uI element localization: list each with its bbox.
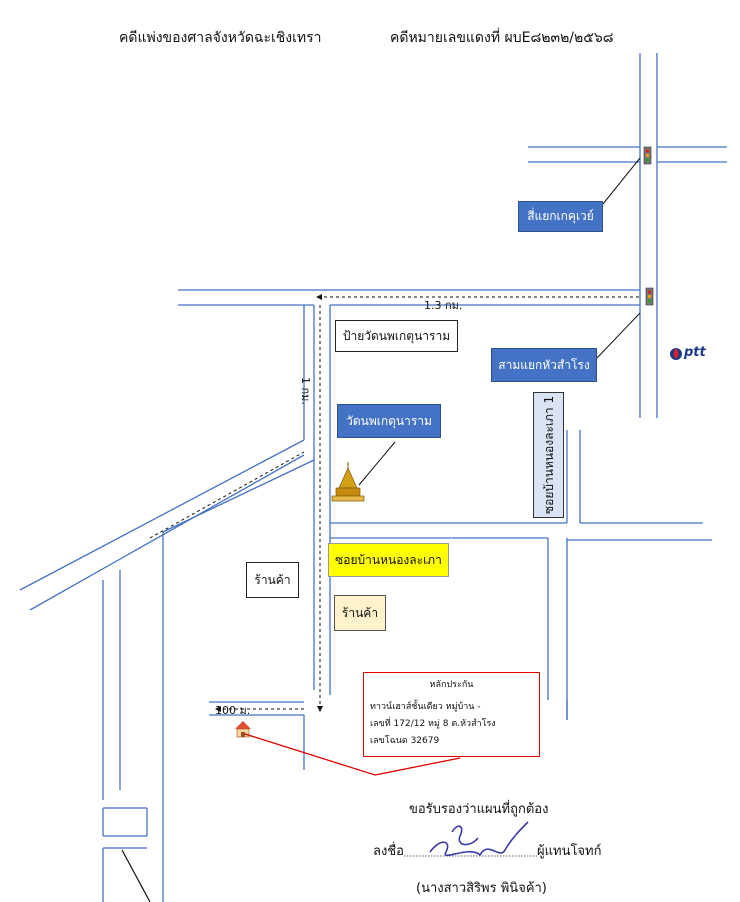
ptt-logo: ptt (684, 345, 706, 360)
header-right: คดีหมายเลขแดงที่ ผบE๘๒๓๒/๒๕๖๘ (390, 30, 614, 46)
temple-icon (331, 462, 365, 502)
collateral-box: หลักประกัน ทาวน์เฮาส์ชั้นเดียว หมู่บ้าน … (363, 672, 540, 757)
distance-horizontal: 1.3 กม. (424, 299, 463, 312)
traffic-light-icon (643, 146, 652, 165)
ptt-logo-text: ptt (684, 345, 706, 360)
distance-short: 100 ม. (215, 704, 251, 717)
header-left: คดีแพ่งของศาลจังหวัดฉะเชิงเทรา (119, 30, 322, 46)
sign-label: ลงชื่อ (373, 844, 404, 859)
signer-role: ผู้แทนโจทก์ (537, 844, 602, 859)
distance-vertical: 1 กม. (299, 377, 312, 405)
collateral-pointer-line (244, 733, 461, 776)
label-temple-sign: ป้ายวัดนพเกตุนาราม (335, 320, 458, 352)
signer-name: (นางสาวสิริพร พินิจค้า) (416, 881, 547, 896)
connector-lines (121, 157, 641, 902)
house-icon (235, 721, 251, 738)
collateral-line3: เลขโฉนด 32679 (370, 736, 440, 746)
collateral-line2: เลขที่ 172/12 หมู่ 8 ต.หัวสำโรง (370, 719, 496, 729)
collateral-title: หลักประกัน (429, 680, 474, 690)
ptt-logo-icon (670, 348, 682, 360)
route-arrows (149, 294, 639, 712)
label-intersection-3way: สามแยกหัวสำโรง (491, 348, 597, 382)
label-soi-yellow: ซอยบ้านหนองละเภา (328, 543, 449, 577)
certify-text: ขอรับรองว่าแผนที่ถูกต้อง (409, 802, 549, 817)
label-temple: วัดนพเกตุนาราม (337, 404, 441, 438)
label-shop-right: ร้านค้า (334, 595, 386, 631)
road-network (19, 53, 727, 902)
label-shop-left: ร้านค้า (246, 562, 299, 598)
label-soi-vertical: ซอยบ้านหนองละเภา 1 (533, 392, 564, 518)
traffic-light-icon (645, 287, 654, 306)
signature-mark (429, 821, 529, 857)
label-intersection-4way: สี่แยกเกคุเวย์ (518, 201, 603, 232)
collateral-line1: ทาวน์เฮาส์ชั้นเดียว หมู่บ้าน - (370, 702, 481, 712)
